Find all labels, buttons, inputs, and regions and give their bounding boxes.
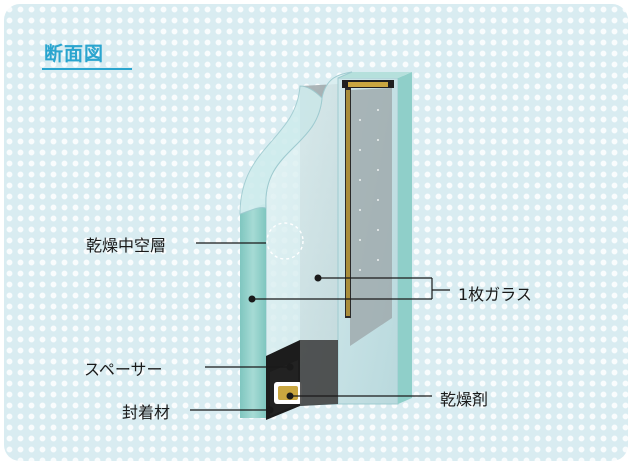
page-title: 断面図 <box>44 43 105 65</box>
label-glass: 1枚ガラス <box>458 285 532 304</box>
label-dry-air-layer: 乾燥中空層 <box>86 236 167 255</box>
label-desiccant: 乾燥剤 <box>440 390 489 409</box>
label-sealant: 封着材 <box>122 403 171 422</box>
air-layer-marker <box>266 222 304 260</box>
bottom-spacer-assembly <box>266 340 338 420</box>
leader-dots <box>248 274 322 414</box>
label-spacer: スペーサー <box>84 360 163 379</box>
desiccant-dots <box>359 109 379 271</box>
title-underline <box>42 68 132 70</box>
leader-lines <box>190 242 450 411</box>
top-spacer <box>342 80 394 318</box>
front-glass-pane <box>239 71 353 418</box>
